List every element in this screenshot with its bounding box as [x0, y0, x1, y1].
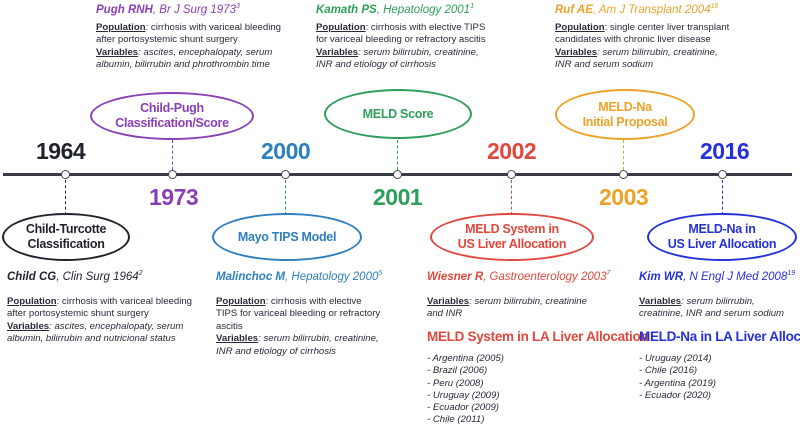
node-label: Initial Proposal	[582, 114, 668, 129]
list-item: - Argentina (2019)	[639, 377, 716, 389]
la-country-list-meld: - Argentina (2005) - Brazil (2006) - Per…	[427, 353, 504, 427]
citation-kamath: Kamath PS, Hepatology 20011	[316, 3, 474, 16]
list-item: - Argentina (2005)	[427, 353, 504, 364]
year-2016: 2016	[700, 138, 750, 164]
info-meld: Population: cirrhosis with elective TIPS…	[316, 22, 486, 71]
la-country-list-meld-na: - Uruguay (2014) - Chile (2016) - Argent…	[639, 353, 716, 402]
node-label: MELD Score	[362, 106, 434, 121]
node-label: US Liver Allocation	[667, 237, 777, 251]
info-meld-na-initial: Population: single center liver transpla…	[555, 22, 730, 71]
timeline-marker-2000	[281, 170, 290, 179]
timeline-marker-2016	[718, 170, 727, 179]
la-title-meld: MELD System in LA Liver Allocation	[427, 329, 649, 344]
connector-2016	[722, 180, 723, 215]
citation-malinchoc: Malinchoc M, Hepatology 20005	[216, 270, 383, 283]
info-child-turcotte: Population: cirrhosis with variceal blee…	[7, 296, 192, 345]
list-item: - Uruguay (2014)	[639, 353, 712, 364]
info-meld-na-us: Variables: serum bilirrubin, creatinine,…	[639, 296, 785, 320]
connector-2000	[285, 180, 286, 215]
timeline-marker-1973	[168, 170, 177, 179]
citation-ruf: Ruf AE, Am J Transplant 200416	[555, 3, 719, 16]
node-label: Classification	[27, 237, 105, 251]
timeline-marker-1964	[61, 170, 70, 179]
list-item: - Ecuador (2009)	[427, 402, 499, 414]
node-label: Classification/Score	[115, 116, 229, 130]
node-meld-score: MELD Score	[324, 89, 472, 139]
list-item: - Peru (2008)	[427, 377, 484, 389]
timeline-marker-2003	[619, 170, 628, 179]
list-item: - Chile (2016)	[639, 365, 698, 377]
citation-wiesner: Wiesner R, Gastroenterology 20037	[427, 270, 611, 283]
timeline-marker-2001	[393, 170, 402, 179]
connector-1964	[65, 180, 66, 215]
list-item: - Uruguay (2009)	[427, 389, 500, 401]
info-mayo-tips: Population: cirrhosis with elective TIPS…	[216, 296, 381, 357]
node-label: Child-Turcotte	[25, 222, 107, 236]
connector-1973	[172, 140, 173, 170]
list-item: - Ecuador (2020)	[639, 389, 711, 401]
la-title-meld-na: MELD-Na in LA Liver Allocation	[639, 329, 800, 344]
node-label: MELD-Na	[598, 99, 652, 114]
node-label: MELD-Na in	[688, 222, 756, 236]
timeline-marker-2002	[507, 170, 516, 179]
node-label: Mayo TIPS Model	[237, 229, 337, 244]
node-mayo-tips: Mayo TIPS Model	[212, 213, 362, 261]
list-item: - Brazil (2006)	[427, 365, 488, 377]
year-2002: 2002	[487, 138, 537, 164]
connector-2002	[511, 180, 512, 215]
connector-2003	[623, 140, 624, 170]
node-label: US Liver Allocation	[457, 237, 567, 251]
info-meld-us: Variables: serum bilirrubin, creatinine …	[427, 296, 587, 320]
year-2001: 2001	[373, 184, 423, 210]
year-2000: 2000	[261, 138, 311, 164]
list-item: - Chile (2011)	[427, 414, 485, 426]
connector-2001	[397, 140, 398, 170]
citation-child-cg: Child CG, Clin Surg 19642	[7, 270, 143, 283]
year-1973: 1973	[149, 184, 199, 210]
year-1964: 1964	[36, 138, 86, 164]
node-label: MELD System in	[465, 222, 559, 236]
node-label: Child-Pugh	[140, 101, 204, 115]
year-2003: 2003	[599, 184, 649, 210]
citation-kim: Kim WR, N Engl J Med 200819	[639, 270, 796, 283]
info-child-pugh: Population: cirrhosis with variceal blee…	[96, 22, 281, 71]
citation-pugh-rnh: Pugh RNH, Br J Surg 19733	[96, 3, 240, 16]
